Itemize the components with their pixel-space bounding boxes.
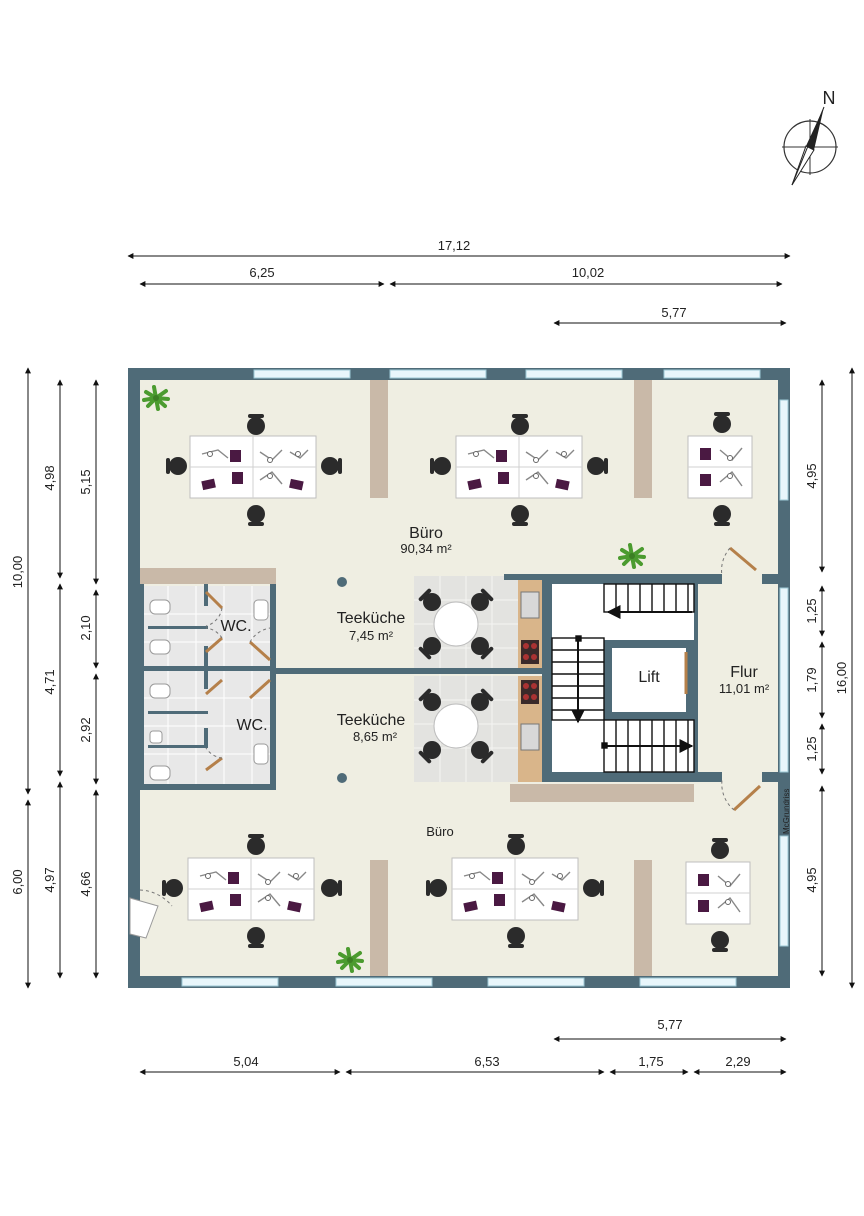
washbasin-icon (253, 599, 269, 621)
room-teekueche-bottom-name: Teeküche (337, 712, 406, 729)
dim-right-inner-c: 1,79 (804, 667, 819, 692)
column-marker (337, 773, 347, 783)
room-flur-name: Flur (730, 664, 758, 681)
dim-right-inner-d: 1,25 (804, 736, 819, 761)
compass-label: N (823, 88, 836, 108)
room-buero-bottom-name: Büro (426, 824, 453, 839)
room-lift-name: Lift (638, 669, 660, 686)
walls (128, 368, 790, 988)
kitchen-table-bottom (417, 687, 495, 765)
partitions (140, 380, 694, 978)
room-teekueche-top-area: 7,45 m² (349, 628, 394, 643)
toilet-icon (149, 765, 171, 781)
dim-left-mid-a: 4,98 (42, 465, 57, 490)
cooktop-icon (521, 680, 539, 704)
urinal-icon (149, 730, 163, 744)
room-wc-bottom-name: WC. (236, 717, 267, 734)
north-arrow-icon: N (782, 88, 838, 186)
dim-right-inner-e: 4,95 (804, 867, 819, 892)
dim-bottom-c: 1,75 (638, 1054, 663, 1069)
dim-left-outer-bottom: 6,00 (10, 869, 25, 894)
dim-top-right: 10,02 (572, 265, 605, 280)
toilet-icon (149, 639, 171, 655)
sink-icon (520, 591, 540, 619)
watermark: McGrundriss (782, 789, 791, 834)
dim-left-inner-a: 5,15 (78, 469, 93, 494)
kitchen-table-top (417, 587, 495, 661)
room-teekueche-top-name: Teeküche (337, 610, 406, 627)
dim-bottom-a: 5,04 (233, 1054, 258, 1069)
sink-icon (520, 723, 540, 751)
toilet-icon (149, 683, 171, 699)
dim-right-inner-b: 1,25 (804, 598, 819, 623)
dim-left-inner-b: 2,10 (78, 615, 93, 640)
room-flur-area: 11,01 m² (719, 681, 770, 696)
room-buero-top-area: 90,34 m² (400, 541, 452, 556)
dim-left-inner-c: 2,92 (78, 717, 93, 742)
dim-top-left: 6,25 (249, 265, 274, 280)
room-teekueche-bottom-area: 8,65 m² (353, 729, 398, 744)
wc-fixtures (149, 599, 269, 781)
top-dimensions: 17,12 6,25 10,02 5,77 (127, 238, 791, 326)
kitchen-counters (518, 580, 542, 782)
cooktop-icon (521, 640, 539, 664)
dim-left-inner-d: 4,66 (78, 871, 93, 896)
dim-right-outer-total: 16,00 (834, 662, 849, 695)
dim-bottom-sub: 5,77 (657, 1017, 682, 1032)
dim-top-sub: 5,77 (661, 305, 686, 320)
room-buero-top-name: Büro (409, 525, 443, 542)
dim-bottom-d: 2,29 (725, 1054, 750, 1069)
dim-bottom-b: 6,53 (474, 1054, 499, 1069)
dim-left-mid-b: 4,71 (42, 669, 57, 694)
bottom-dimensions: 5,77 5,04 6,53 1,75 2,29 (139, 1017, 787, 1075)
dim-left-outer-top: 10,00 (10, 556, 25, 589)
dim-right-inner-a: 4,95 (804, 463, 819, 488)
column-marker (337, 577, 347, 587)
left-dimensions: 10,00 6,00 4,98 4,71 4,97 5,15 2,10 2,92… (10, 367, 99, 989)
washbasin-icon (253, 743, 269, 765)
toilet-icon (149, 599, 171, 615)
windows (181, 369, 789, 987)
dim-left-mid-c: 4,97 (42, 867, 57, 892)
staircase (551, 583, 695, 773)
dim-top-total: 17,12 (438, 238, 471, 253)
right-dimensions: 4,95 1,25 1,79 1,25 4,95 16,00 (804, 367, 855, 989)
doors (129, 546, 762, 939)
room-wc-top-name: WC. (220, 618, 251, 635)
room-labels: Büro 90,34 m² Teeküche 7,45 m² Teeküche … (220, 525, 791, 839)
